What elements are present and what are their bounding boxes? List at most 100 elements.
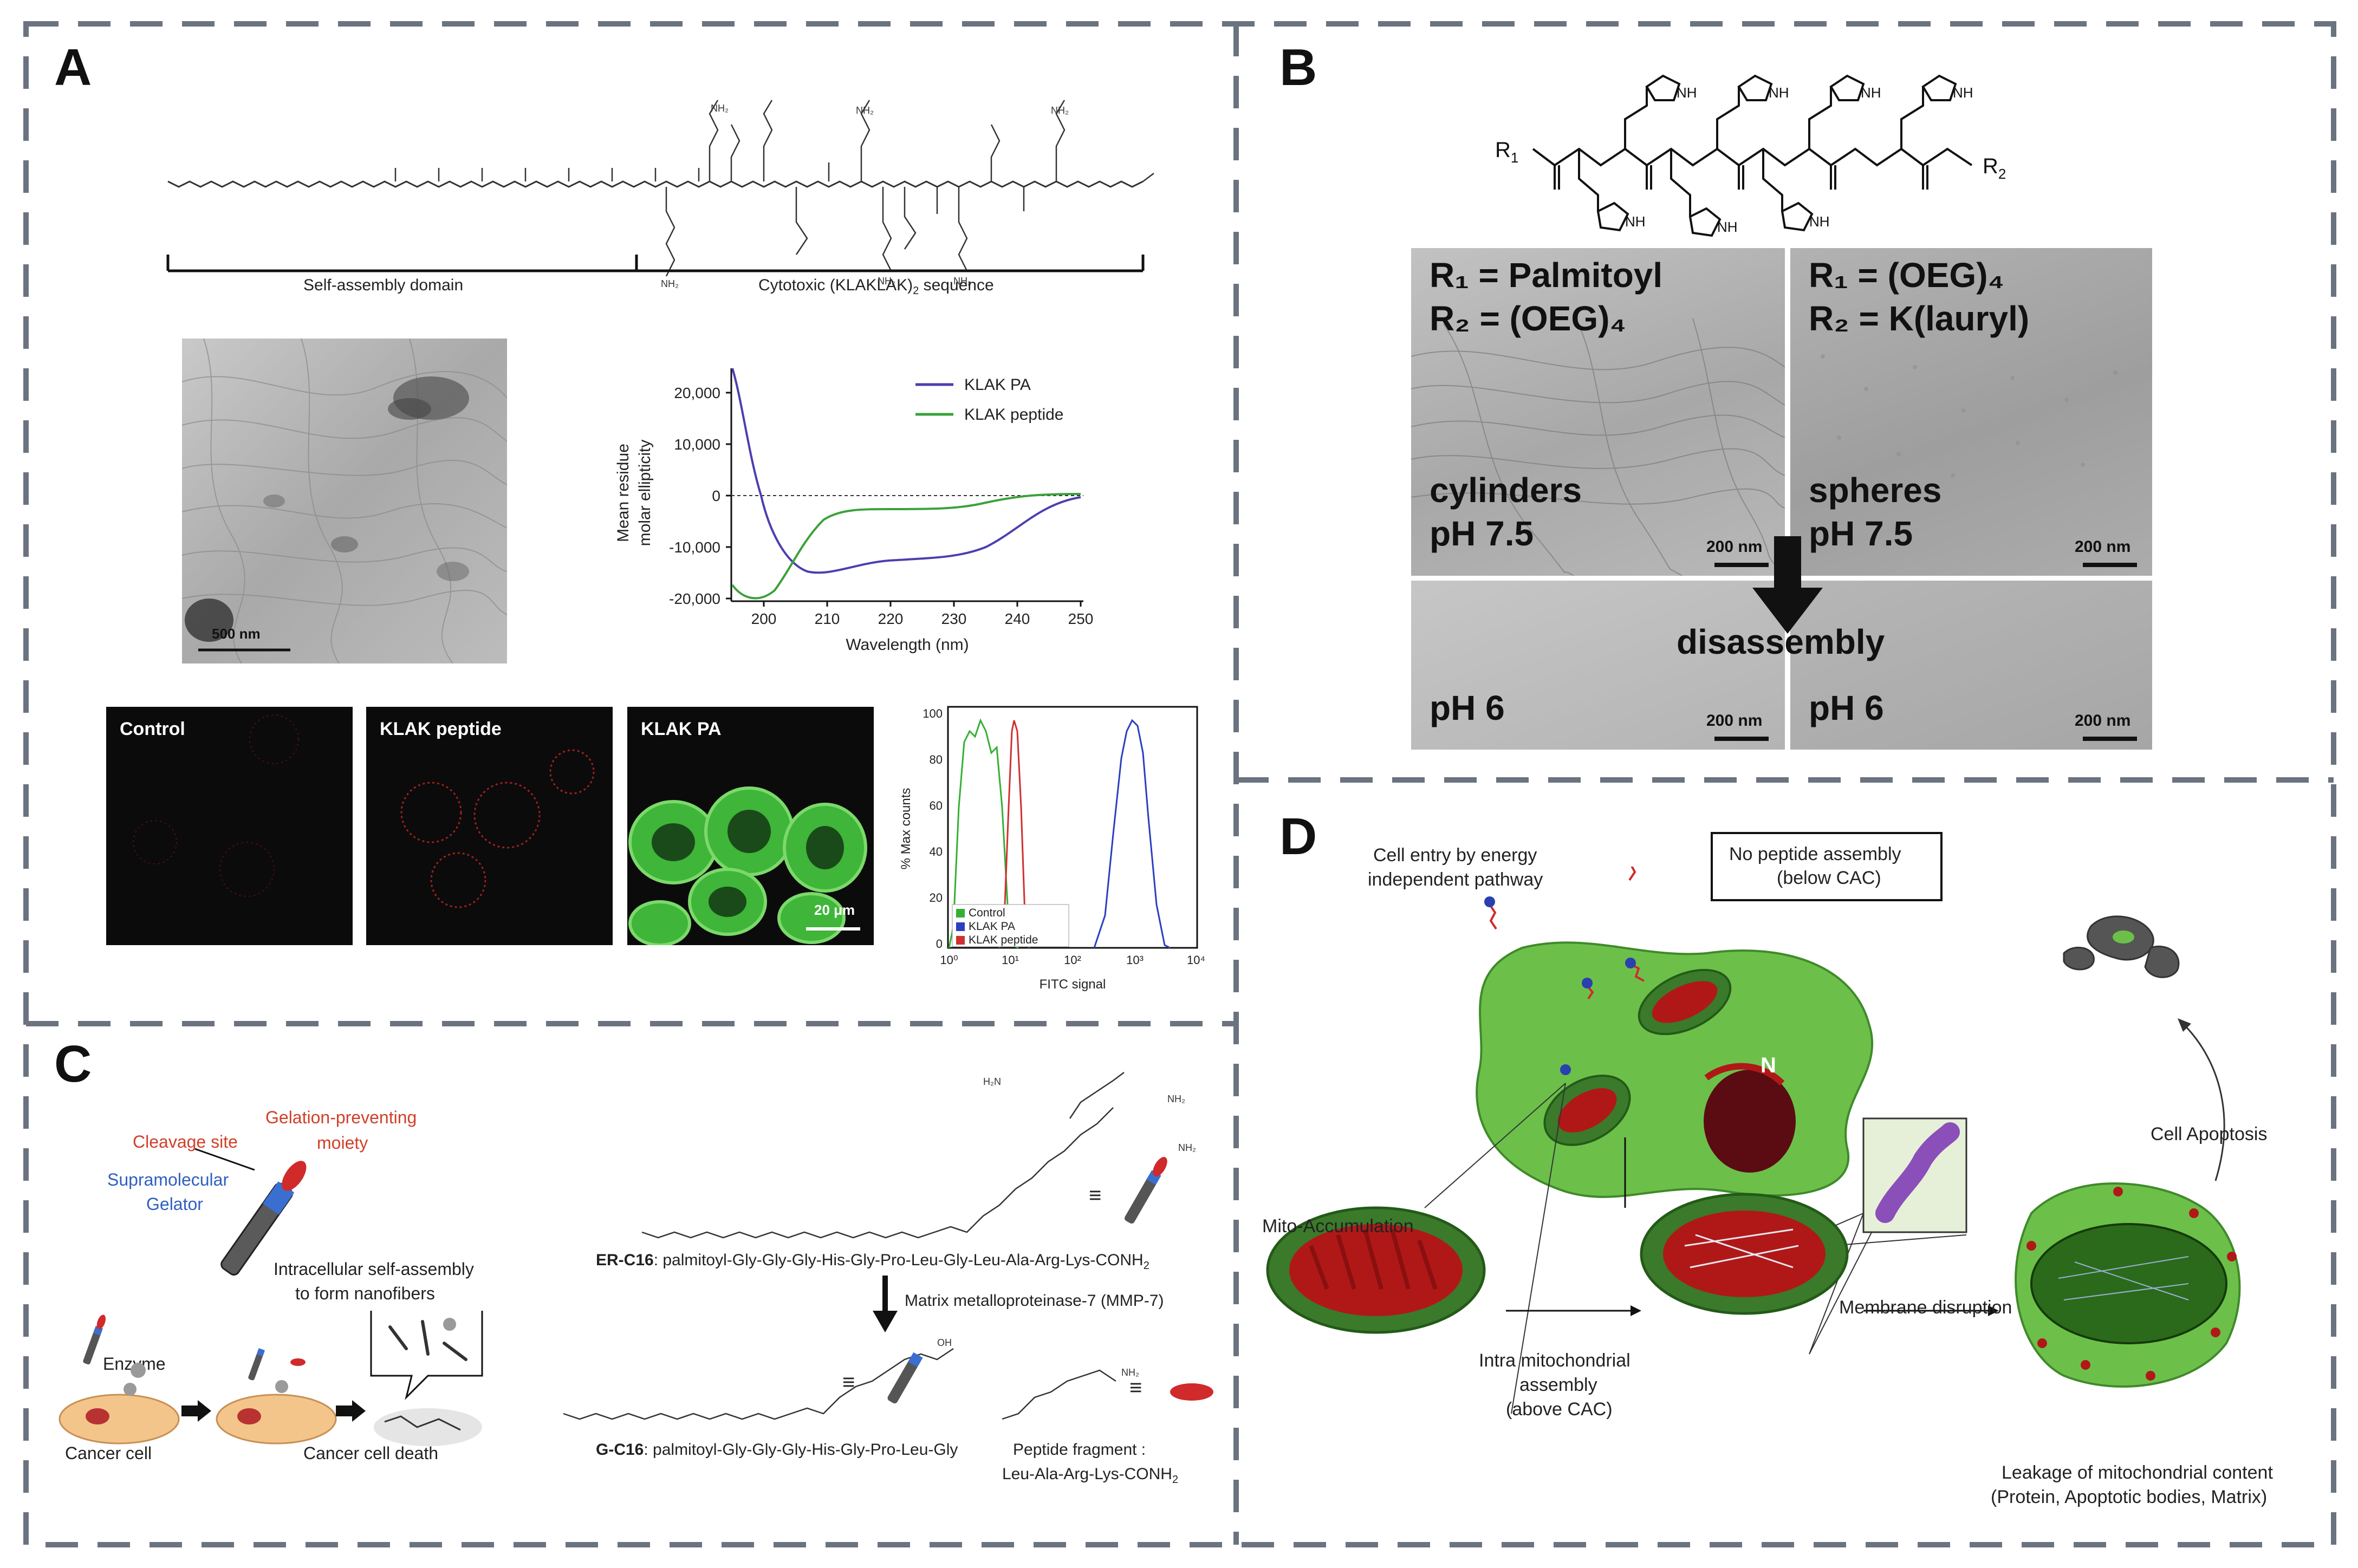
b-r2-letter: R xyxy=(1983,154,1998,178)
svg-text:NH₂: NH₂ xyxy=(856,105,874,116)
er-c16-icon xyxy=(1125,1157,1167,1224)
panel-c-letter: C xyxy=(54,1035,92,1093)
flow-series-klak-pa xyxy=(1093,719,1171,949)
leakage-label-2: (Protein, Apoptotic bodies, Matrix) xyxy=(1991,1487,2268,1507)
svg-text:NH₂: NH₂ xyxy=(878,276,895,287)
g-c16-icon xyxy=(887,1352,923,1404)
fragment2-sub: 2 xyxy=(1172,1474,1179,1486)
tem-ph6-right-scale: 200 nm xyxy=(2075,712,2131,730)
fragment-icon xyxy=(1170,1383,1213,1401)
flow-ytick-3: 40 xyxy=(930,845,943,858)
cell-entry-label-1: Cell entry by energy xyxy=(1373,845,1537,866)
flow-legend-control-swatch xyxy=(956,909,965,918)
g-oh-label: OH xyxy=(937,1338,952,1348)
membrane-disruption-label: Membrane disruption xyxy=(1839,1297,2012,1318)
tem-left-r1: R₁ = Palmitoyl xyxy=(1430,256,1663,295)
pa-cells xyxy=(628,786,867,945)
flow-ytick-1: 80 xyxy=(930,753,943,766)
leakage-label-1: Leakage of mitochondrial content xyxy=(2002,1462,2273,1483)
fragment-equiv-symbol: ≡ xyxy=(1129,1376,1142,1400)
intra-mito-label-3: (above CAC) xyxy=(1506,1399,1613,1420)
nucleus xyxy=(1704,1070,1796,1173)
confocal-label-klak-pa: KLAK PA xyxy=(641,719,722,739)
er-c16-name: ER-C16 xyxy=(596,1251,654,1269)
tem-spheres: R₁ = (OEG)₄ R₂ = K(lauryl) spheres pH 7.… xyxy=(1790,248,2152,576)
confocal-control: Control xyxy=(106,707,353,945)
flow-xtick-4: 10⁴ xyxy=(1187,953,1205,967)
er-c16-sequence: ER-C16: palmitoyl-Gly-Gly-Gly-His-Gly-Pr… xyxy=(596,1251,1149,1272)
cd-xtick-2: 220 xyxy=(878,610,904,627)
er-c16-structure: H₂N NH₂ NH₂ xyxy=(641,1072,1196,1239)
cleavage-arrow xyxy=(195,1148,255,1171)
mmp-arrow xyxy=(873,1276,898,1332)
c-amide-label: NH₂ xyxy=(1167,1094,1185,1104)
g-c16-name: G-C16 xyxy=(596,1441,644,1459)
flow-legend-pa-swatch xyxy=(956,922,965,931)
b-r1-letter: R xyxy=(1495,138,1511,162)
self-assembly-domain-label: Self-assembly domain xyxy=(303,276,464,294)
fragment-nh2-label: NH₂ xyxy=(1121,1367,1139,1378)
tem-ph6-left-scale: 200 nm xyxy=(1706,712,1763,730)
cd-ytick-3: -10,000 xyxy=(669,539,720,556)
confocal-label-klak-peptide: KLAK peptide xyxy=(380,719,502,739)
peptide-fragment-label-2: Leu-Ala-Arg-Lys-CONH2 xyxy=(1002,1465,1178,1486)
cytotoxic-label-sub: 2 xyxy=(913,285,919,297)
gelation-preventing-label: Gelation-preventing xyxy=(265,1108,417,1127)
disassembly-arrow xyxy=(1752,536,1823,634)
cell-entry-label-2: independent pathway xyxy=(1368,869,1543,890)
panel-a-letter: A xyxy=(54,38,92,96)
cytotoxic-label-text: Cytotoxic (KLAKLAK) xyxy=(758,276,913,294)
b-his-nh-5: NH xyxy=(1625,213,1646,230)
mito-accumulation-label: Mito-Accumulation xyxy=(1262,1216,1414,1237)
tem-a-scale-label: 500 nm xyxy=(212,626,261,642)
c-lys-label: NH₂ xyxy=(1178,1142,1196,1153)
cd-xtick-0: 200 xyxy=(751,610,777,627)
histidine-pa-structure: R1 R2 NH NH NH NH NH NH NH xyxy=(1495,74,2006,237)
flow-xtick-1: 10¹ xyxy=(1002,953,1019,967)
cancer-cell-death-label: Cancer cell death xyxy=(303,1443,439,1463)
er-c16-sub: 2 xyxy=(1143,1260,1149,1272)
moiety-label: moiety xyxy=(317,1133,368,1153)
cd-series-klak-pa xyxy=(731,368,1081,574)
outer-dashed-frame xyxy=(23,21,2336,1547)
cd-ylabel-line1: Mean residue xyxy=(614,444,632,542)
tem-ph6-left-label: pH 6 xyxy=(1430,688,1505,727)
g-c16-seq: : palmitoyl-Gly-Gly-Gly-His-Gly-Pro-Leu-… xyxy=(644,1441,958,1459)
tem-left-r2: R₂ = (OEG)₄ xyxy=(1430,299,1626,338)
sphere-texture xyxy=(1821,354,2137,567)
tem-fibers xyxy=(182,339,507,663)
tem-spheres-label: spheres xyxy=(1809,471,1942,510)
supramolecular-label: Supramolecular xyxy=(107,1170,229,1189)
disassembly-label: disassembly xyxy=(1677,622,1885,661)
flow-legend-control: Control xyxy=(969,907,1005,919)
tem-right-r1: R₁ = (OEG)₄ xyxy=(1809,256,2004,295)
tem-cylinders-label: cylinders xyxy=(1430,471,1582,510)
cd-xlabel: Wavelength (nm) xyxy=(846,636,969,654)
mito-pathway-illustration xyxy=(1266,867,2241,1414)
cd-ytick-2: 0 xyxy=(712,487,720,504)
svg-text:NH₂: NH₂ xyxy=(953,276,971,287)
cd-ylabel-line2: molar ellipticity xyxy=(636,440,654,546)
flow-legend-peptide-swatch xyxy=(956,936,965,945)
mmp-label: Matrix metalloproteinase-7 (MMP-7) xyxy=(905,1292,1164,1310)
intracellular-label-2: to form nanofibers xyxy=(295,1284,435,1303)
flow-ytick-0: 100 xyxy=(923,707,943,720)
cylinder-fibers xyxy=(1411,313,1785,576)
panel-b-letter: B xyxy=(1279,38,1317,96)
cd-legend-peptide: KLAK peptide xyxy=(964,406,1063,424)
svg-text:NH₂: NH₂ xyxy=(1051,105,1069,116)
cd-ytick-1: 10,000 xyxy=(674,436,720,453)
intracellular-label-1: Intracellular self-assembly xyxy=(274,1259,474,1279)
flow-series-klak-peptide xyxy=(998,720,1030,948)
intra-mito-label-2: assembly xyxy=(1519,1375,1597,1395)
tem-spheres-ph: pH 7.5 xyxy=(1809,514,1913,553)
er-c16-seq: : palmitoyl-Gly-Gly-Gly-His-Gly-Pro-Leu-… xyxy=(653,1251,1144,1269)
nucleus-letter: N xyxy=(1761,1053,1776,1077)
cd-xtick-5: 250 xyxy=(1068,610,1094,627)
flow-ytick-4: 20 xyxy=(930,891,943,905)
panel-d-letter: D xyxy=(1279,808,1317,866)
tem-spheres-scale: 200 nm xyxy=(2075,538,2131,556)
flow-legend-peptide: KLAK peptide xyxy=(969,934,1038,946)
flow-series-control xyxy=(948,718,1019,949)
b-his-nh-4: NH xyxy=(1953,84,1973,101)
